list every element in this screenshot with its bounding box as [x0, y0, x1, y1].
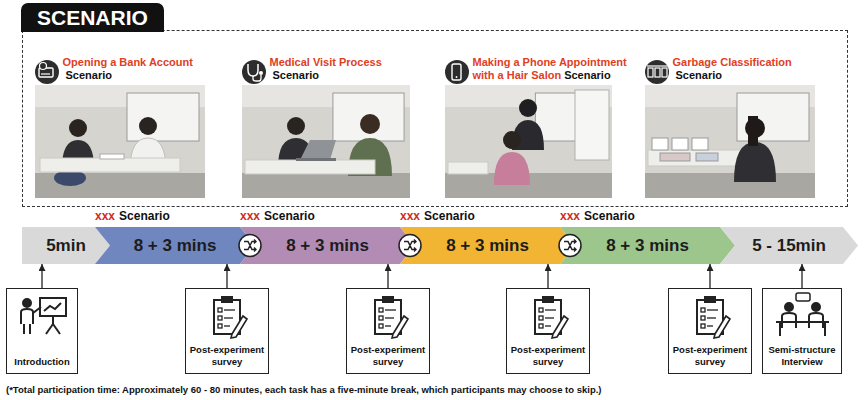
- activity-label: Semi-structure Interview: [766, 344, 838, 367]
- segment-label: xxx Scenario: [240, 209, 315, 223]
- duration-text: 8 + 3 mins: [250, 227, 405, 264]
- chevron-fill: [560, 227, 735, 264]
- connector-arrow: [41, 264, 42, 288]
- scenario-panel: Medical Visit ProcessScenario: [242, 40, 432, 198]
- photo: [35, 85, 205, 198]
- connector-arrow: [387, 264, 388, 288]
- timeline-segment: xxx Scenario 8 + 3 mins: [240, 206, 415, 264]
- segment-label: xxx Scenario: [400, 209, 475, 223]
- shuffle-circle: [559, 235, 581, 257]
- activity-box: Introduction: [6, 288, 78, 374]
- timeline-segment: 5min: [22, 227, 110, 264]
- scenario-word: Scenario: [564, 69, 610, 82]
- activity-label: Post-experiment survey: [350, 344, 426, 367]
- activity-box: Post-experiment survey: [185, 288, 269, 374]
- shuffle-arrows: [404, 240, 416, 252]
- placeholder-name: xxx: [560, 209, 580, 223]
- panel-heading: Garbage ClassificationScenario: [673, 56, 838, 82]
- panel-heading: Making a Phone Appointment with a Hair S…: [473, 56, 633, 82]
- scenario-word: Scenario: [584, 209, 635, 223]
- activity-label: Introduction: [10, 356, 74, 367]
- scenario-panel: Garbage ClassificationScenario: [645, 40, 840, 198]
- activity-box: Post-experiment survey: [506, 288, 590, 374]
- timeline-segment: xxx Scenario 8 + 3 mins: [400, 206, 575, 264]
- bins-icon: [645, 60, 669, 84]
- photo: [445, 85, 612, 198]
- shuffle-arrows: [244, 240, 256, 252]
- scenario-panel: Opening a Bank AccountScenario: [35, 40, 225, 198]
- chevron-fill: [720, 227, 858, 264]
- interview-icon: [776, 293, 829, 336]
- panel-heading: Medical Visit ProcessScenario: [270, 56, 430, 82]
- frame-heading: SCENARIO: [21, 3, 164, 32]
- duration-text: 8 + 3 mins: [105, 227, 245, 264]
- scenario-word: Scenario: [676, 69, 722, 82]
- scenario-name: Medical Visit Process: [270, 56, 382, 68]
- placeholder-name: xxx: [240, 209, 260, 223]
- stethoscope-icon: [242, 60, 266, 84]
- shuffle-icon: [399, 235, 421, 257]
- chevron-fill: [22, 227, 110, 264]
- shuffle-icon: [559, 235, 581, 257]
- survey-icon: [214, 296, 247, 338]
- bank-icon: [35, 60, 59, 84]
- activity-box: Semi-structure Interview: [762, 288, 842, 374]
- scenario-word: Scenario: [119, 209, 170, 223]
- activity-box: Post-experiment survey: [668, 288, 752, 374]
- phone-icon: [445, 60, 469, 84]
- chevron-fill: [240, 227, 415, 264]
- duration-text: 5 - 15min: [730, 227, 848, 264]
- scenario-name: Garbage Classification: [673, 56, 792, 68]
- scenario-word: Scenario: [264, 209, 315, 223]
- segment-label: xxx Scenario: [95, 209, 170, 223]
- duration-text: 5min: [32, 227, 100, 264]
- scenario-word: Scenario: [66, 69, 112, 82]
- chevron-fill: [95, 227, 255, 264]
- activity-label: Post-experiment survey: [189, 344, 265, 367]
- connector-arrow: [226, 264, 227, 288]
- panel-heading: Opening a Bank AccountScenario: [63, 56, 223, 82]
- activity-label: Post-experiment survey: [510, 344, 586, 367]
- scenario-word: Scenario: [424, 209, 475, 223]
- timeline-segment: xxx Scenario 8 + 3 mins: [95, 206, 255, 264]
- segment-label: xxx Scenario: [560, 209, 635, 223]
- placeholder-name: xxx: [400, 209, 420, 223]
- timeline-segment: xxx Scenario 8 + 3 mins: [560, 206, 735, 264]
- presenter-icon: [21, 298, 66, 334]
- connector-arrow: [547, 264, 548, 288]
- photo: [645, 85, 815, 198]
- chevron-fill: [400, 227, 575, 264]
- duration-text: 8 + 3 mins: [410, 227, 565, 264]
- connector-arrow: [709, 264, 710, 288]
- scenario-frame: SCENARIOOpening a Bank AccountScenarioMe…: [22, 30, 848, 207]
- activity-box: Post-experiment survey: [346, 288, 430, 374]
- scenario-name: Opening a Bank Account: [63, 56, 193, 68]
- shuffle-arrows: [564, 240, 576, 252]
- placeholder-name: xxx: [95, 209, 115, 223]
- shuffle-circle: [239, 235, 261, 257]
- connector-arrow: [801, 264, 802, 288]
- footnote: (*Total participation time: Approximatel…: [6, 384, 858, 395]
- timeline-segment: 5 - 15min: [720, 227, 858, 264]
- duration-text: 8 + 3 mins: [570, 227, 725, 264]
- scenario-word: Scenario: [273, 69, 319, 82]
- scenario-panel: Making a Phone Appointment with a Hair S…: [445, 40, 635, 198]
- photo: [242, 85, 410, 198]
- shuffle-icon: [239, 235, 261, 257]
- shuffle-circle: [399, 235, 421, 257]
- activity-label: Post-experiment survey: [672, 344, 748, 367]
